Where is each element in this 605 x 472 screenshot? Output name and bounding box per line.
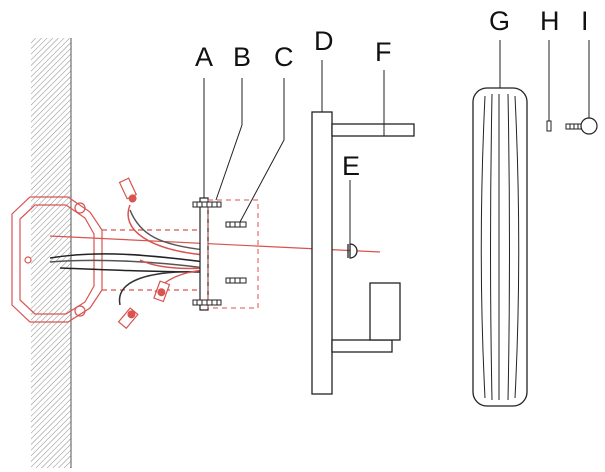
screw	[225, 277, 247, 284]
wire-nut	[117, 307, 139, 330]
finial-screw	[565, 40, 598, 135]
label-f: F	[375, 37, 392, 67]
bulb-socket	[347, 180, 358, 259]
label-c: C	[274, 42, 294, 72]
fixture-backplate	[311, 60, 415, 395]
wall	[31, 38, 72, 468]
wire-nut	[118, 177, 138, 203]
wires	[49, 204, 206, 306]
mounting-screw	[192, 299, 222, 306]
label-d: D	[314, 26, 334, 56]
glass-shade	[472, 40, 528, 407]
mounting-screw	[192, 201, 222, 208]
small-washer	[546, 40, 552, 132]
screw	[225, 221, 247, 228]
label-e: E	[342, 151, 360, 181]
wire-nut	[153, 280, 171, 303]
label-i: I	[581, 6, 589, 36]
label-h: H	[540, 6, 560, 36]
label-g: G	[489, 6, 510, 36]
mounting-plate	[199, 78, 259, 311]
label-b: B	[233, 42, 251, 72]
label-a: A	[195, 42, 213, 72]
